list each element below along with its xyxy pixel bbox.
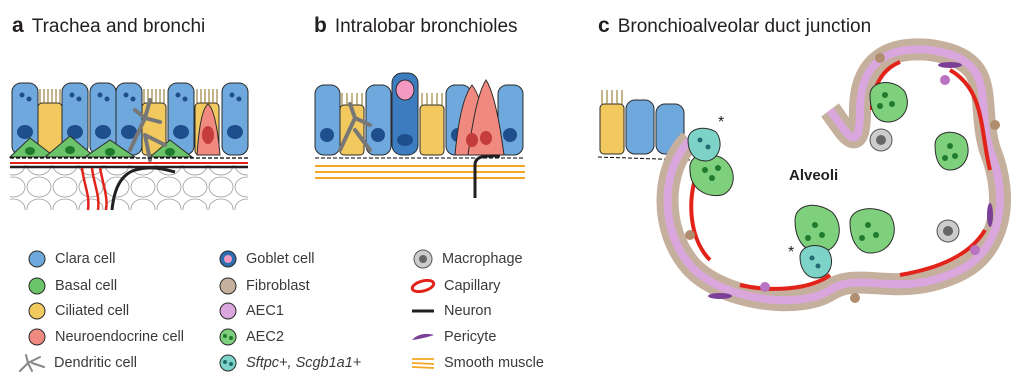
clara-cell-icon (27, 249, 47, 269)
aec2-icon (218, 327, 238, 347)
pericyte-icon (410, 327, 436, 347)
fibroblast-icon (218, 276, 238, 296)
legend-dendritic-cell: Dendritic cell (18, 352, 137, 374)
dendritic-cell-icon (18, 353, 46, 373)
legend-goblet-cell-label: Goblet cell (246, 251, 315, 267)
legend-aec2: AEC2 (218, 326, 284, 348)
legend-fibroblast: Fibroblast (218, 275, 310, 297)
legend-neuroendocrine-cell: Neuroendocrine cell (27, 326, 184, 348)
legend-ciliated-cell: Ciliated cell (27, 300, 129, 322)
legend-neuron-label: Neuron (444, 303, 492, 319)
alveoli-label: Alveoli (789, 167, 838, 184)
legend-macrophage: Macrophage (412, 248, 523, 270)
legend-pericyte: Pericyte (410, 326, 496, 348)
macrophage-icon (412, 248, 434, 270)
legend-macrophage-label: Macrophage (442, 251, 523, 267)
legend-aec2-label: AEC2 (246, 329, 284, 345)
legend-neuron: Neuron (410, 300, 492, 322)
legend-basal-cell-label: Basal cell (55, 278, 117, 294)
double-positive-cell-icon (218, 353, 238, 373)
legend-capillary-label: Capillary (444, 278, 500, 294)
asterisk-marker-1: * (718, 114, 724, 132)
trachea-epithelium (10, 83, 248, 210)
legend-aec1-label: AEC1 (246, 303, 284, 319)
capillary-icon (410, 276, 436, 296)
legend-ciliated-cell-label: Ciliated cell (55, 303, 129, 319)
legend-pericyte-label: Pericyte (444, 329, 496, 345)
legend-aec1: AEC1 (218, 300, 284, 322)
legend-goblet-cell: Goblet cell (218, 248, 315, 270)
bronchiole-epithelium (315, 73, 525, 198)
legend-capillary: Capillary (410, 275, 500, 297)
ciliated-cell-icon (27, 301, 47, 321)
legend-clara-cell-label: Clara cell (55, 251, 115, 267)
neuron-icon (410, 301, 436, 321)
goblet-cell-icon (218, 249, 238, 269)
neuroendocrine-cell-icon (27, 327, 47, 347)
legend-dendritic-cell-label: Dendritic cell (54, 355, 137, 371)
legend-double-positive-label: Sftpc+, Scgb1a1+ (246, 355, 361, 371)
smooth-muscle-icon (410, 353, 436, 373)
asterisk-marker-2: * (788, 244, 794, 262)
legend-basal-cell: Basal cell (27, 275, 117, 297)
aec1-icon (218, 301, 238, 321)
basal-cell-icon (27, 276, 47, 296)
legend-smooth-muscle: Smooth muscle (410, 352, 544, 374)
legend-neuroendocrine-cell-label: Neuroendocrine cell (55, 329, 184, 345)
legend-clara-cell: Clara cell (27, 248, 115, 270)
legend-fibroblast-label: Fibroblast (246, 278, 310, 294)
legend-double-positive: Sftpc+, Scgb1a1+ (218, 352, 361, 374)
legend-smooth-muscle-label: Smooth muscle (444, 355, 544, 371)
